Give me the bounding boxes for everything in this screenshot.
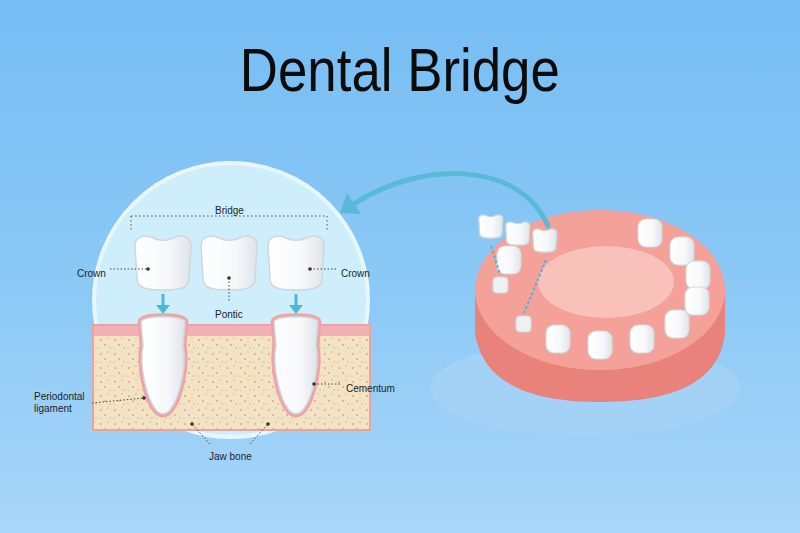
jaw-section — [93, 325, 370, 430]
part-label: Crown — [341, 268, 370, 280]
label-box: Crown — [341, 263, 370, 281]
abutment-tooth — [141, 317, 185, 414]
diagram-title: Dental Bridge — [240, 34, 560, 106]
label-box: Pontic — [215, 304, 243, 322]
abutment-tooth — [274, 317, 318, 414]
label-box: Crown — [77, 263, 106, 281]
leader-lines — [92, 269, 342, 444]
label-box: Bridge — [215, 200, 244, 218]
part-label: Jaw bone — [209, 451, 252, 463]
part-label: Crown — [77, 268, 106, 280]
part-label: Bridge — [215, 205, 244, 217]
title-box: Dental Bridge — [0, 34, 800, 106]
part-label: Cementum — [346, 383, 395, 395]
part-label: Periodontal ligament — [34, 391, 94, 415]
jaw-model — [475, 210, 725, 402]
label-box: Jaw bone — [209, 446, 252, 464]
part-label: Pontic — [215, 309, 243, 321]
label-box: Periodontal ligament — [34, 391, 94, 416]
bridge-bracket — [131, 216, 327, 232]
pointer-arrow — [340, 174, 548, 226]
leader-dots — [142, 267, 316, 426]
label-box: Cementum — [346, 378, 395, 396]
